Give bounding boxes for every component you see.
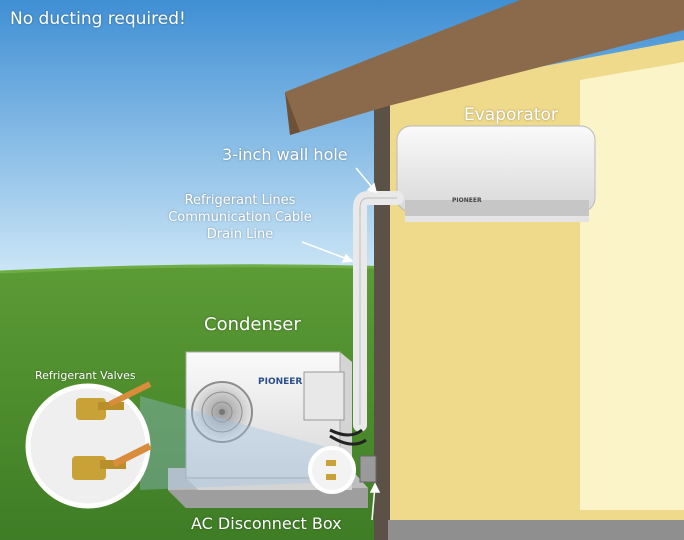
condenser-unit: PIONEER [185,351,367,490]
evaporator-brand: PIONEER [452,197,482,204]
foundation [388,520,684,540]
roof [285,0,684,135]
lines-label-communication: Communication Cable [168,210,312,225]
disconnect-label: AC Disconnect Box [191,514,342,533]
lines-label-drain: Drain Line [206,227,274,242]
lines-label-refrigerant: Refrigerant Lines [184,193,296,208]
headline: No ducting required! [10,9,186,29]
wall-edge [374,100,390,540]
valves-label: Refrigerant Valves [35,369,136,382]
pointer-arrows [301,167,381,521]
house-window-light [580,62,684,510]
evaporator-unit: PIONEER [396,125,596,222]
evaporator-label: Evaporator [464,105,558,125]
magnifier-beam [140,396,330,490]
lines-label: Refrigerant Lines Communication Cable Dr… [150,192,330,243]
condenser-brand: PIONEER [258,377,302,387]
wall-hole-label: 3-inch wall hole [222,145,348,164]
condenser-label: Condenser [204,314,301,335]
valve-detail-large [25,381,152,509]
valve-detail-small [308,446,356,494]
disconnect-box [359,455,377,483]
